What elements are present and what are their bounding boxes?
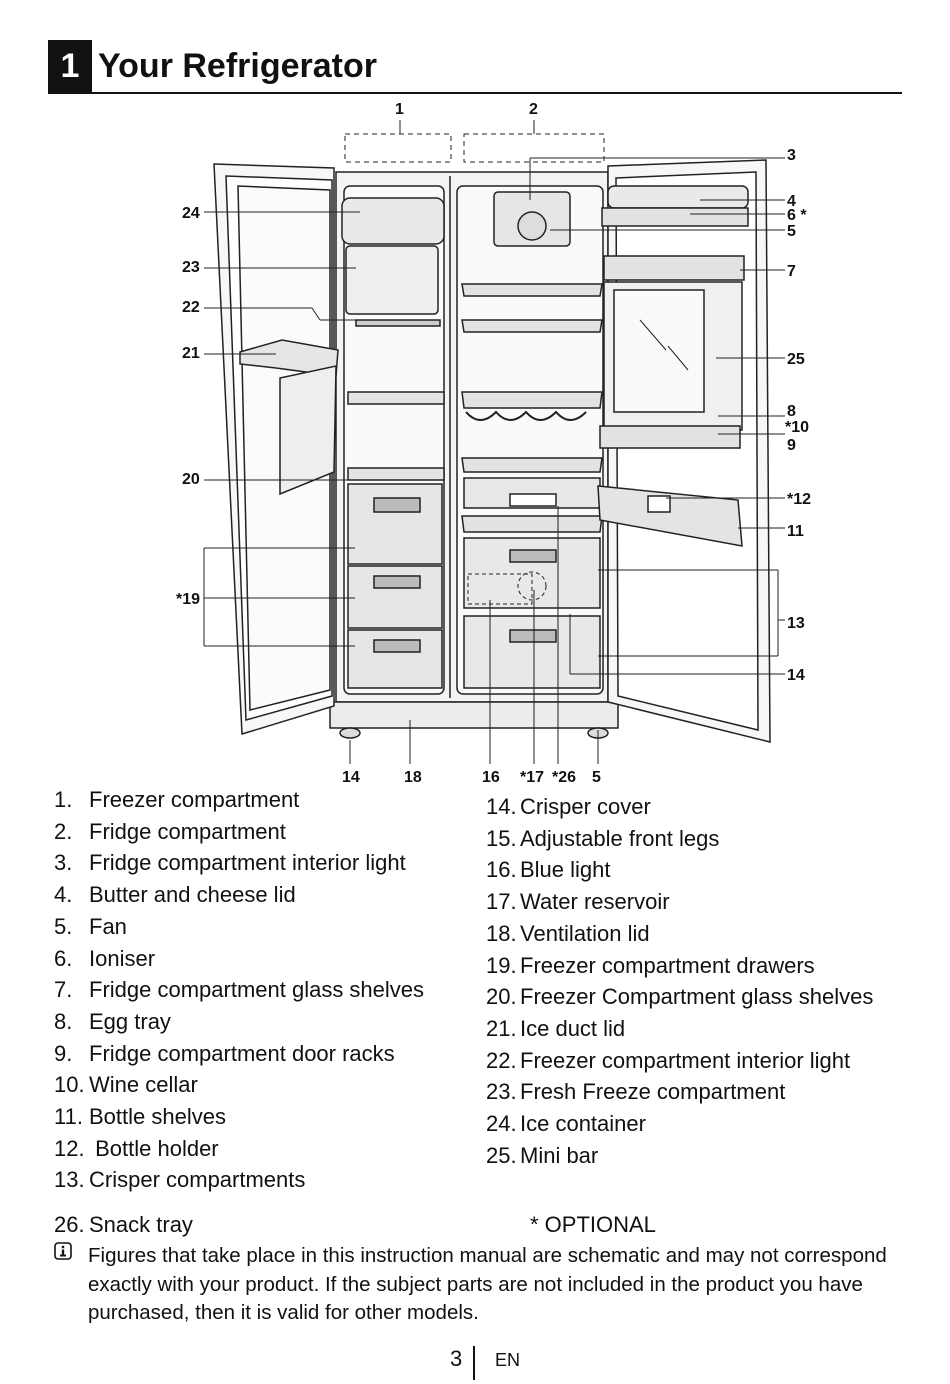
callout-10: *10 [785, 419, 809, 436]
parts-list-left: 1.Freezer compartment 2.Fridge compartme… [54, 784, 424, 1196]
list-item: 26.Snack tray [54, 1212, 193, 1237]
page-number: 3 [450, 1346, 463, 1371]
list-item: 8.Egg tray [54, 1008, 171, 1034]
callout-18: 18 [404, 769, 422, 786]
callout-3: 3 [787, 147, 796, 164]
list-item: 18.Ventilation lid [486, 920, 650, 946]
list-item: 19.Freezer compartment drawers [486, 952, 815, 978]
list-item: 11.Bottle shelves [54, 1104, 226, 1130]
list-item: 22.Freezer compartment interior light [486, 1047, 851, 1073]
callout-24: 24 [182, 205, 200, 222]
callout-2: 2 [529, 101, 538, 118]
list-item: 17.Water reservoir [486, 889, 670, 915]
callout-1: 1 [395, 101, 404, 118]
callout-22: 22 [182, 299, 200, 316]
language-code: EN [495, 1350, 521, 1370]
section-number: 1 [48, 40, 92, 92]
callout-5: 5 [787, 223, 796, 240]
callout-9: 9 [787, 437, 796, 454]
parts-list-right: 14.Crisper cover 15.Adjustable front leg… [486, 791, 873, 1171]
list-item: 7.Fridge compartment glass shelves [54, 977, 425, 1003]
callout-20: 20 [182, 471, 200, 488]
callout-4: 4 [787, 193, 796, 210]
list-item: 12. Bottle holder [54, 1135, 219, 1161]
list-item: 25.Mini bar [486, 1142, 599, 1168]
callout-6: 6 * [787, 207, 807, 224]
callout-5-bottom: 5 [592, 769, 601, 786]
optional-note: * OPTIONAL [530, 1212, 656, 1237]
callout-12: *12 [787, 491, 811, 508]
callout-19: *19 [176, 591, 200, 608]
list-item: 20.Freezer Compartment glass shelves [486, 984, 874, 1010]
list-item: 21.Ice duct lid [486, 1015, 626, 1041]
list-item: 6.Ioniser [54, 945, 156, 971]
callout-25: 25 [787, 351, 805, 368]
callout-16: 16 [482, 769, 500, 786]
info-icon [54, 1242, 72, 1260]
callout-17: *17 [520, 769, 544, 786]
list-item: 10.Wine cellar [54, 1072, 198, 1098]
list-item: 24.Ice container [486, 1111, 646, 1137]
refrigerator-diagram: 1 2 3 4 6 * 5 7 25 8 *10 9 *12 11 13 14 … [176, 101, 811, 786]
list-item: 2.Fridge compartment [54, 818, 286, 844]
list-item: 13.Crisper compartments [54, 1167, 306, 1193]
list-item: 4.Butter and cheese lid [54, 882, 296, 908]
list-item: 23.Fresh Freeze compartment [486, 1079, 786, 1105]
callout-8: 8 [787, 403, 796, 420]
callout-7: 7 [787, 263, 796, 280]
list-item: 9.Fridge compartment door racks [54, 1040, 395, 1066]
list-item: 16.Blue light [486, 857, 611, 883]
callout-13: 13 [787, 615, 805, 632]
list-item: 5.Fan [54, 913, 127, 939]
callout-21: 21 [182, 345, 200, 362]
callout-14-right: 14 [787, 667, 805, 684]
list-item: 1.Freezer compartment [54, 787, 300, 812]
list-item: 14.Crisper cover [486, 794, 651, 819]
disclaimer-note: Figures that take place in this instruct… [88, 1244, 887, 1324]
title-rule [48, 92, 902, 94]
callout-14-bottom: 14 [342, 769, 360, 786]
list-item: 15.Adjustable front legs [486, 825, 720, 851]
footer-divider [473, 1346, 475, 1380]
callout-26: *26 [552, 769, 576, 786]
callout-23: 23 [182, 259, 200, 276]
list-item: 3.Fridge compartment interior light [54, 850, 406, 876]
page-title: Your Refrigerator [98, 47, 377, 85]
callout-11: 11 [787, 523, 804, 540]
